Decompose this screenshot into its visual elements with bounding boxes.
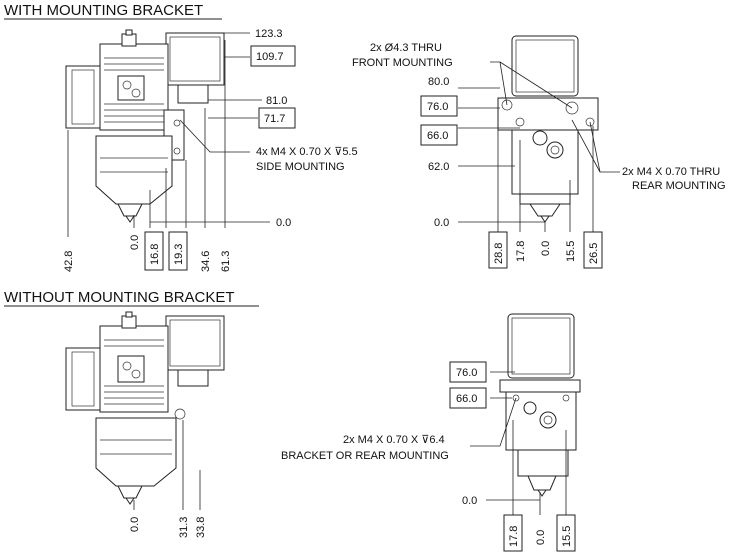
dim-box — [144, 231, 164, 271]
dim-28-8: 28.8 — [493, 243, 505, 264]
callout-bracket-rear-line1: 2x M4 X 0.70 X ⊽6.4 — [343, 434, 445, 446]
dim-15-5: 15.5 — [561, 526, 573, 547]
dim-42-8: 42.8 — [63, 251, 75, 272]
dim-box — [488, 231, 508, 269]
dim-62-0: 62.0 — [428, 161, 449, 173]
dim-box — [258, 107, 296, 129]
dim-0-0: 0.0 — [434, 217, 449, 229]
dim-76-0: 76.0 — [427, 101, 448, 113]
dim-box — [168, 231, 188, 271]
dim-box — [583, 231, 603, 269]
dim-66-0: 66.0 — [456, 393, 477, 405]
dim-box — [503, 514, 523, 552]
dim-26-5: 26.5 — [588, 243, 600, 264]
front-view-without-bracket — [499, 313, 581, 497]
callout-front-mounting-line1: 2x Ø4.3 THRU — [370, 42, 442, 54]
dim-x0-0: 0.0 — [129, 235, 141, 250]
dim-66-0: 66.0 — [427, 130, 448, 142]
front-view-dimensions-bottom — [470, 371, 567, 515]
dim-x0-0: 0.0 — [540, 241, 552, 256]
dim-33-8: 33.8 — [195, 517, 207, 538]
front-view-dimensions-top — [458, 61, 620, 232]
dim-19-3: 19.3 — [173, 244, 185, 265]
side-view-with-bracket — [65, 29, 225, 223]
dim-61-3: 61.3 — [220, 251, 232, 272]
dim-box — [420, 95, 458, 117]
dim-81-0: 81.0 — [266, 95, 287, 107]
callout-side-mounting-line2: SIDE MOUNTING — [256, 161, 345, 173]
dim-76-0: 76.0 — [456, 367, 477, 379]
front-view-with-bracket — [497, 35, 599, 223]
dim-109-7: 109.7 — [256, 51, 284, 63]
dim-15-5: 15.5 — [565, 241, 577, 262]
callout-bracket-rear-line2: BRACKET OR REAR MOUNTING — [281, 450, 449, 462]
dim-box — [449, 387, 487, 409]
dim-x0-0: 0.0 — [129, 517, 141, 532]
side-view-dimensions-bottom — [133, 420, 201, 510]
dim-box — [449, 361, 487, 383]
dim-17-8: 17.8 — [515, 241, 527, 262]
dim-box — [420, 124, 458, 146]
side-view-without-bracket — [65, 311, 225, 505]
dim-0-0: 0.0 — [276, 217, 291, 229]
dim-71-7: 71.7 — [264, 113, 285, 125]
dim-34-6: 34.6 — [200, 251, 212, 272]
dim-16-8: 16.8 — [149, 244, 161, 265]
callout-side-mounting-line1: 4x M4 X 0.70 X ⊽5.5 — [256, 146, 358, 158]
dim-80-0: 80.0 — [428, 76, 449, 88]
dim-31-3: 31.3 — [178, 517, 190, 538]
heading-without-bracket: WITHOUT MOUNTING BRACKET — [4, 289, 235, 306]
dim-box — [556, 514, 576, 552]
callout-front-mounting-line2: FRONT MOUNTING — [352, 57, 453, 69]
dim-0-0: 0.0 — [462, 495, 477, 507]
dim-123-3: 123.3 — [255, 28, 283, 40]
callout-rear-mounting-line1: 2x M4 X 0.70 THRU — [622, 166, 720, 178]
heading-with-bracket: WITH MOUNTING BRACKET — [4, 2, 203, 19]
dim-17-8: 17.8 — [508, 526, 520, 547]
dim-box — [250, 45, 296, 67]
side-view-dimensions-top — [67, 32, 270, 237]
callout-rear-mounting-line2: REAR MOUNTING — [632, 180, 726, 192]
dim-x0-0: 0.0 — [535, 530, 547, 545]
